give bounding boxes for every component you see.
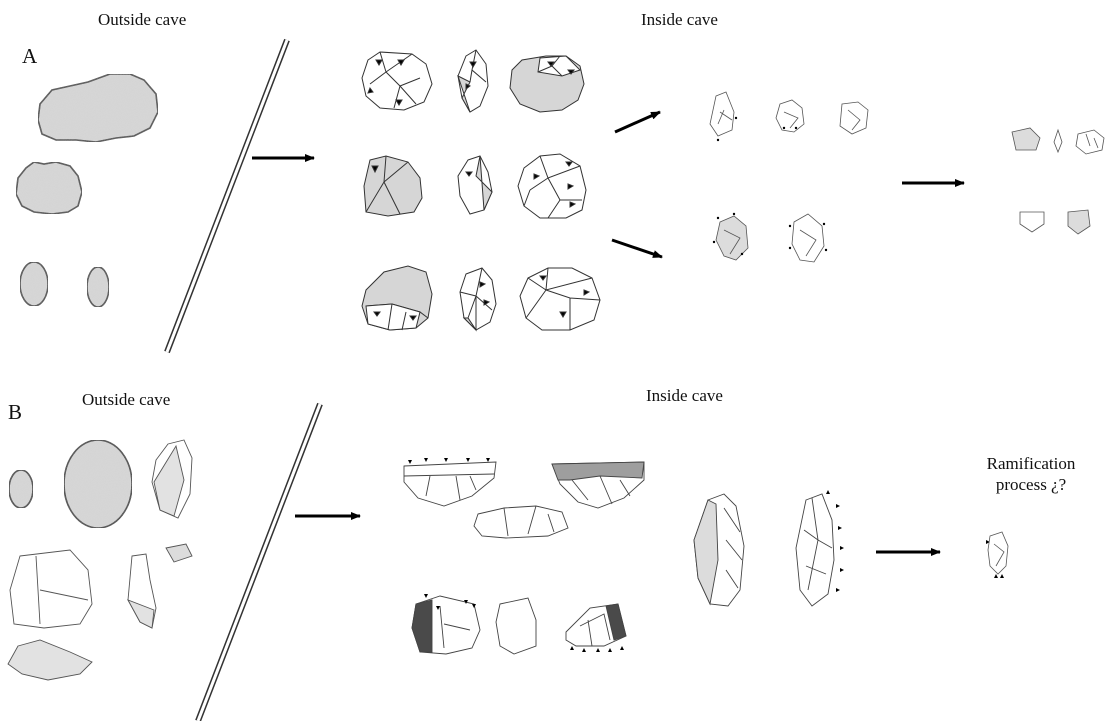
panel-b-divider: [198, 404, 320, 721]
arrow-a-upper: [615, 112, 660, 132]
panel-a-cores: [362, 50, 600, 330]
arrow-a-lower: [612, 240, 662, 257]
core-3-3: [520, 268, 600, 330]
panel-b-artefacts: [404, 462, 834, 654]
core-3-1: [362, 266, 432, 330]
pebble-left: [20, 262, 48, 306]
pebble-right: [87, 267, 109, 307]
panel-b-cobbles: [9, 440, 132, 528]
core-1-3: [510, 56, 584, 112]
panel-a-cobbles: [16, 74, 158, 307]
cobble-large: [38, 74, 158, 142]
core-2-2: [458, 156, 492, 214]
cobble-medium: [16, 162, 82, 214]
panel-a-divider: [167, 40, 287, 352]
panel-a-final-products: [1012, 128, 1104, 234]
core-3-2: [460, 268, 496, 330]
core-2-1: [364, 156, 422, 216]
panel-a-small-cores: [710, 92, 868, 262]
core-2-3: [518, 154, 586, 218]
core-1-1: [362, 52, 432, 110]
ramification-tool: [988, 532, 1008, 574]
core-1-2: [458, 50, 488, 112]
